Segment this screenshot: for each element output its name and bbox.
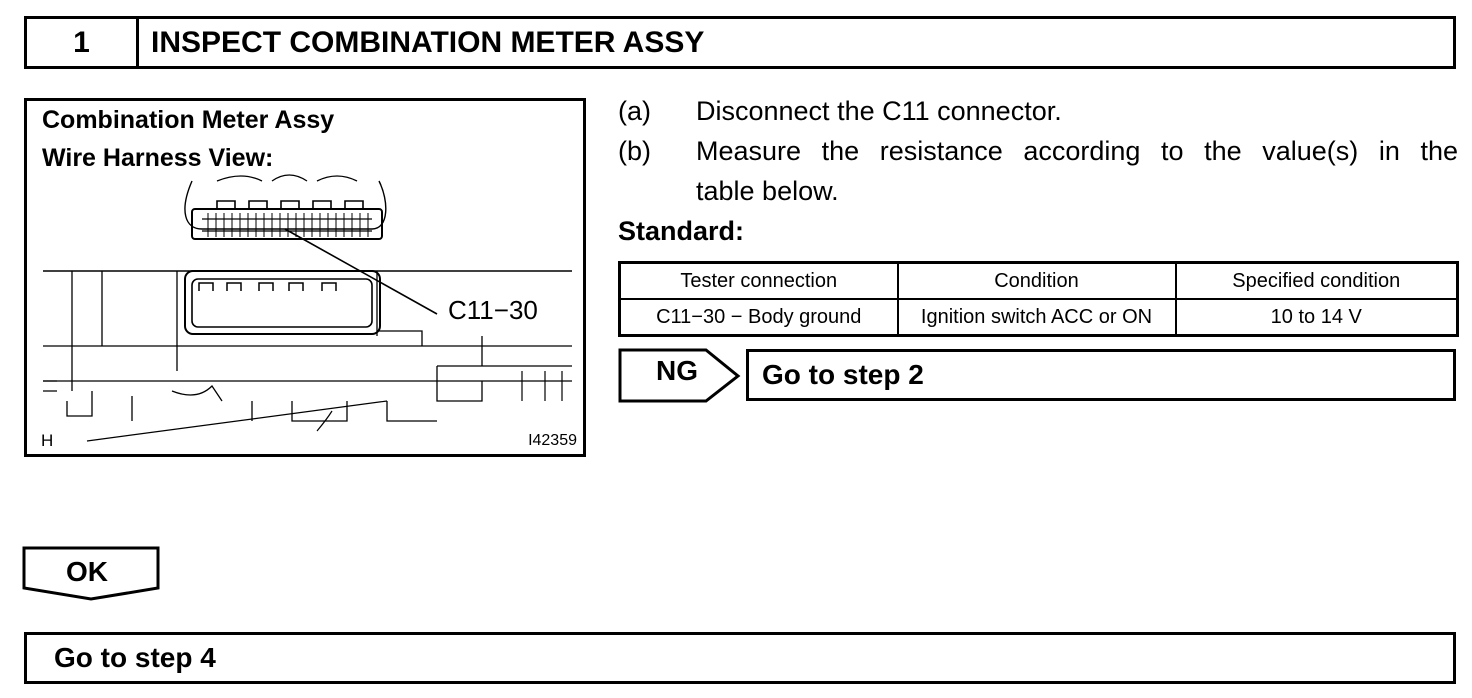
table-row: C11−30 − Body ground Ignition switch ACC… <box>618 298 1459 337</box>
table-cell: C11−30 − Body ground <box>618 298 899 337</box>
instruction-continuation: table below. <box>696 176 839 206</box>
step-header: 1 INSPECT COMBINATION METER ASSY <box>24 16 1456 69</box>
instruction-text: Measure the resistance according to the … <box>696 136 1458 166</box>
instruction-marker: (a) <box>618 96 651 126</box>
table-cell: 10 to 14 V <box>1174 298 1459 337</box>
instruction-marker: (b) <box>618 136 651 166</box>
connector-drawing <box>43 174 572 442</box>
ok-label: OK <box>66 556 108 587</box>
column-header: Tester connection <box>618 261 899 300</box>
ng-arrow-icon <box>618 348 741 403</box>
ok-arrow-icon <box>22 546 160 601</box>
step-number: 1 <box>27 19 139 66</box>
column-header: Condition <box>896 261 1177 300</box>
illustration-caption-view: Wire Harness View: <box>42 144 274 172</box>
spec-table: Tester connection Condition Specified co… <box>618 261 1459 337</box>
instruction-b: (b) Measure the resistance according to … <box>618 136 1458 172</box>
ng-action-box: Go to step 2 <box>746 349 1456 401</box>
step-title: INSPECT COMBINATION METER ASSY <box>151 26 705 59</box>
ng-label: NG <box>656 355 698 386</box>
figure-id: I42359 <box>528 432 577 449</box>
connector-illustration: Combination Meter Assy Wire Harness View… <box>24 98 586 457</box>
table-header-row: Tester connection Condition Specified co… <box>618 261 1459 300</box>
column-header: Specified condition <box>1174 261 1459 300</box>
ok-action: Go to step 4 <box>54 642 216 673</box>
instruction-text: Disconnect the C11 connector. <box>696 96 1062 126</box>
standard-label: Standard: <box>618 216 745 246</box>
corner-mark: H <box>41 431 54 450</box>
illustration-caption-title: Combination Meter Assy <box>42 106 335 134</box>
terminal-label: C11−30 <box>448 295 538 325</box>
table-cell: Ignition switch ACC or ON <box>896 298 1177 337</box>
ok-action-box: Go to step 4 <box>24 632 1456 684</box>
ng-action: Go to step 2 <box>762 359 924 390</box>
instruction-a: (a) Disconnect the C11 connector. <box>618 96 1458 132</box>
